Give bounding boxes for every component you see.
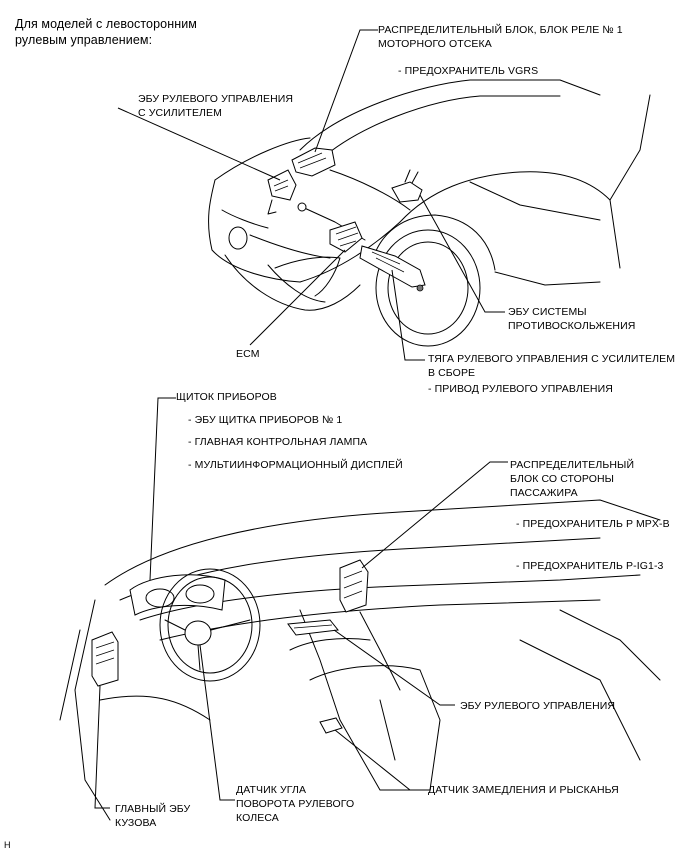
engine-relay-block-part [291, 147, 336, 177]
multi-info-display-label: - МУЛЬТИИНФОРМАЦИОННЫЙ ДИСПЛЕЙ [188, 459, 403, 471]
power-steering-ecu-label-2: С УСИЛИТЕЛЕМ [138, 107, 222, 119]
passenger-junction-block-label-2: БЛОК СО СТОРОНЫ [510, 473, 615, 485]
steering-ecu-part [287, 619, 339, 636]
footer-mark: H [4, 840, 11, 850]
steering-link-label-1: ТЯГА РУЛЕВОГО УПРАВЛЕНИЯ С УСИЛИТЕЛЕМ [428, 353, 676, 365]
vehicle-front-drawing [208, 79, 651, 347]
steering-wheel-part [159, 568, 261, 682]
vehicle-interior-drawing [59, 499, 661, 821]
p-ig1-3-fuse-label: - ПРЕДОХРАНИТЕЛЬ P-IG1-3 [516, 560, 664, 572]
vgrs-fuse-label: - ПРЕДОХРАНИТЕЛЬ VGRS [398, 65, 539, 77]
skid-control-ecu-part [391, 169, 423, 203]
yaw-rate-sensor-label: ДАТЧИК ЗАМЕДЛЕНИЯ И РЫСКАНЬЯ [428, 784, 619, 796]
engine-relay-block-label-1: РАСПРЕДЕЛИТЕЛЬНЫЙ БЛОК, БЛОК РЕЛЕ № 1 [378, 24, 623, 36]
steering-angle-sensor-label-3: КОЛЕСА [236, 812, 279, 824]
engine-relay-block-label-2: МОТОРНОГО ОТСЕКА [378, 38, 492, 50]
steering-angle-sensor-label-2: ПОВОРОТА РУЛЕВОГО [236, 798, 355, 810]
passenger-junction-block-part [339, 559, 369, 613]
skid-control-ecu-label-1: ЭБУ СИСТЕМЫ [508, 306, 587, 318]
yaw-rate-sensor-part [319, 717, 343, 734]
steering-actuator-label: - ПРИВОД РУЛЕВОГО УПРАВЛЕНИЯ [428, 383, 613, 395]
main-body-ecu-label-1: ГЛАВНЫЙ ЭБУ [115, 803, 191, 815]
skid-control-ecu-label-2: ПРОТИВОСКОЛЬЖЕНИЯ [508, 320, 636, 332]
power-steering-ecu-label-1: ЭБУ РУЛЕВОГО УПРАВЛЕНИЯ [138, 93, 294, 105]
heading-line-2: рулевым управлением: [15, 33, 153, 47]
main-body-ecu-part [91, 631, 119, 687]
combination-meter-label: ЩИТОК ПРИБОРОВ [176, 391, 277, 403]
passenger-junction-block-label-1: РАСПРЕДЕЛИТЕЛЬНЫЙ [510, 459, 635, 471]
ecm-label: ECM [236, 348, 260, 360]
passenger-junction-block-label-3: ПАССАЖИРА [510, 487, 578, 499]
p-mpx-b-fuse-label: - ПРЕДОХРАНИТЕЛЬ P MPX-B [516, 518, 670, 530]
main-body-ecu-label-2: КУЗОВА [115, 817, 157, 829]
heading-line-1: Для моделей с левосторонним [15, 17, 197, 31]
steering-link-label-2: В СБОРЕ [428, 367, 476, 379]
steering-gear-part [297, 202, 426, 292]
leader-lines [94, 29, 508, 809]
steering-ecu-label: ЭБУ РУЛЕВОГО УПРАВЛЕНИЯ [460, 700, 616, 712]
meter-ecu-label: - ЭБУ ЩИТКА ПРИБОРОВ № 1 [188, 414, 343, 426]
master-warning-lamp-label: - ГЛАВНАЯ КОНТРОЛЬНАЯ ЛАМПА [188, 436, 368, 448]
steering-angle-sensor-label-1: ДАТЧИК УГЛА [236, 784, 307, 796]
